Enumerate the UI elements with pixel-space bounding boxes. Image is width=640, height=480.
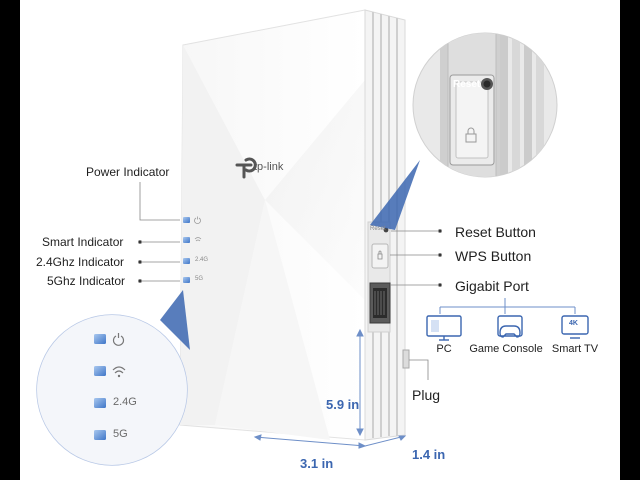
zoom-reset-wps <box>370 32 558 230</box>
callout-smart-indicator: Smart Indicator <box>42 235 124 249</box>
zoom-power-led <box>94 334 106 344</box>
power-led <box>183 217 190 223</box>
led-mark-5g: 5G <box>195 276 204 282</box>
dimension-depth: 1.4 in <box>412 447 446 462</box>
side-reset-mark: Reset <box>370 226 386 232</box>
callout-power-indicator: Power Indicator <box>86 165 170 179</box>
zoom-band24-led <box>94 398 106 408</box>
tp-link-logo-icon <box>235 157 257 179</box>
callout-gigabit-port: Gigabit Port <box>455 278 529 294</box>
band24-led <box>183 258 190 264</box>
device-label-smart-tv: Smart TV <box>551 343 599 355</box>
zoom-band5-led <box>94 430 106 440</box>
power-glyph-icon <box>194 217 201 224</box>
wps-button-on-device[interactable] <box>371 243 389 269</box>
zoom-power-icon <box>112 335 125 346</box>
callout-24ghz-indicator: 2.4Ghz Indicator <box>36 255 125 269</box>
device-connector <box>439 298 576 314</box>
zoom-reset-text: Reset <box>453 79 481 90</box>
smart-led <box>183 237 190 243</box>
gamepad-icon <box>497 315 523 338</box>
zoom-label-24g: 2.4G <box>113 396 137 408</box>
zoom-label-5g: 5G <box>113 428 128 440</box>
callout-wps-button: WPS Button <box>455 248 532 264</box>
callout-lines <box>137 182 442 380</box>
front-leds <box>183 216 202 283</box>
dimension-width: 3.1 in <box>300 456 334 471</box>
monitor-icon <box>426 315 462 341</box>
right-frame <box>620 0 640 480</box>
callout-5ghz-indicator: 5Ghz Indicator <box>47 274 126 288</box>
zoom-wifi-icon <box>112 366 126 374</box>
brand-logo-text: tp-link <box>254 161 284 173</box>
device-label-game-console: Game Console <box>469 343 543 355</box>
tv-4k-badge: 4K <box>569 320 578 327</box>
tv-4k-icon <box>561 315 589 339</box>
plug-prong <box>402 349 410 369</box>
device-label-pc: PC <box>436 343 452 355</box>
zoom-smart-led <box>94 366 106 376</box>
reset-pinhole[interactable] <box>383 227 389 233</box>
callout-reset-button: Reset Button <box>455 224 536 240</box>
zoom-leds <box>36 290 190 466</box>
led-mark-24g: 2.4G <box>195 257 209 263</box>
dimension-arrows <box>253 328 407 449</box>
dimension-height: 5.9 in <box>326 397 360 412</box>
left-frame <box>0 0 20 480</box>
callout-plug: Plug <box>412 387 441 403</box>
band5-led <box>183 277 190 283</box>
smart-glyph-icon <box>194 237 202 242</box>
